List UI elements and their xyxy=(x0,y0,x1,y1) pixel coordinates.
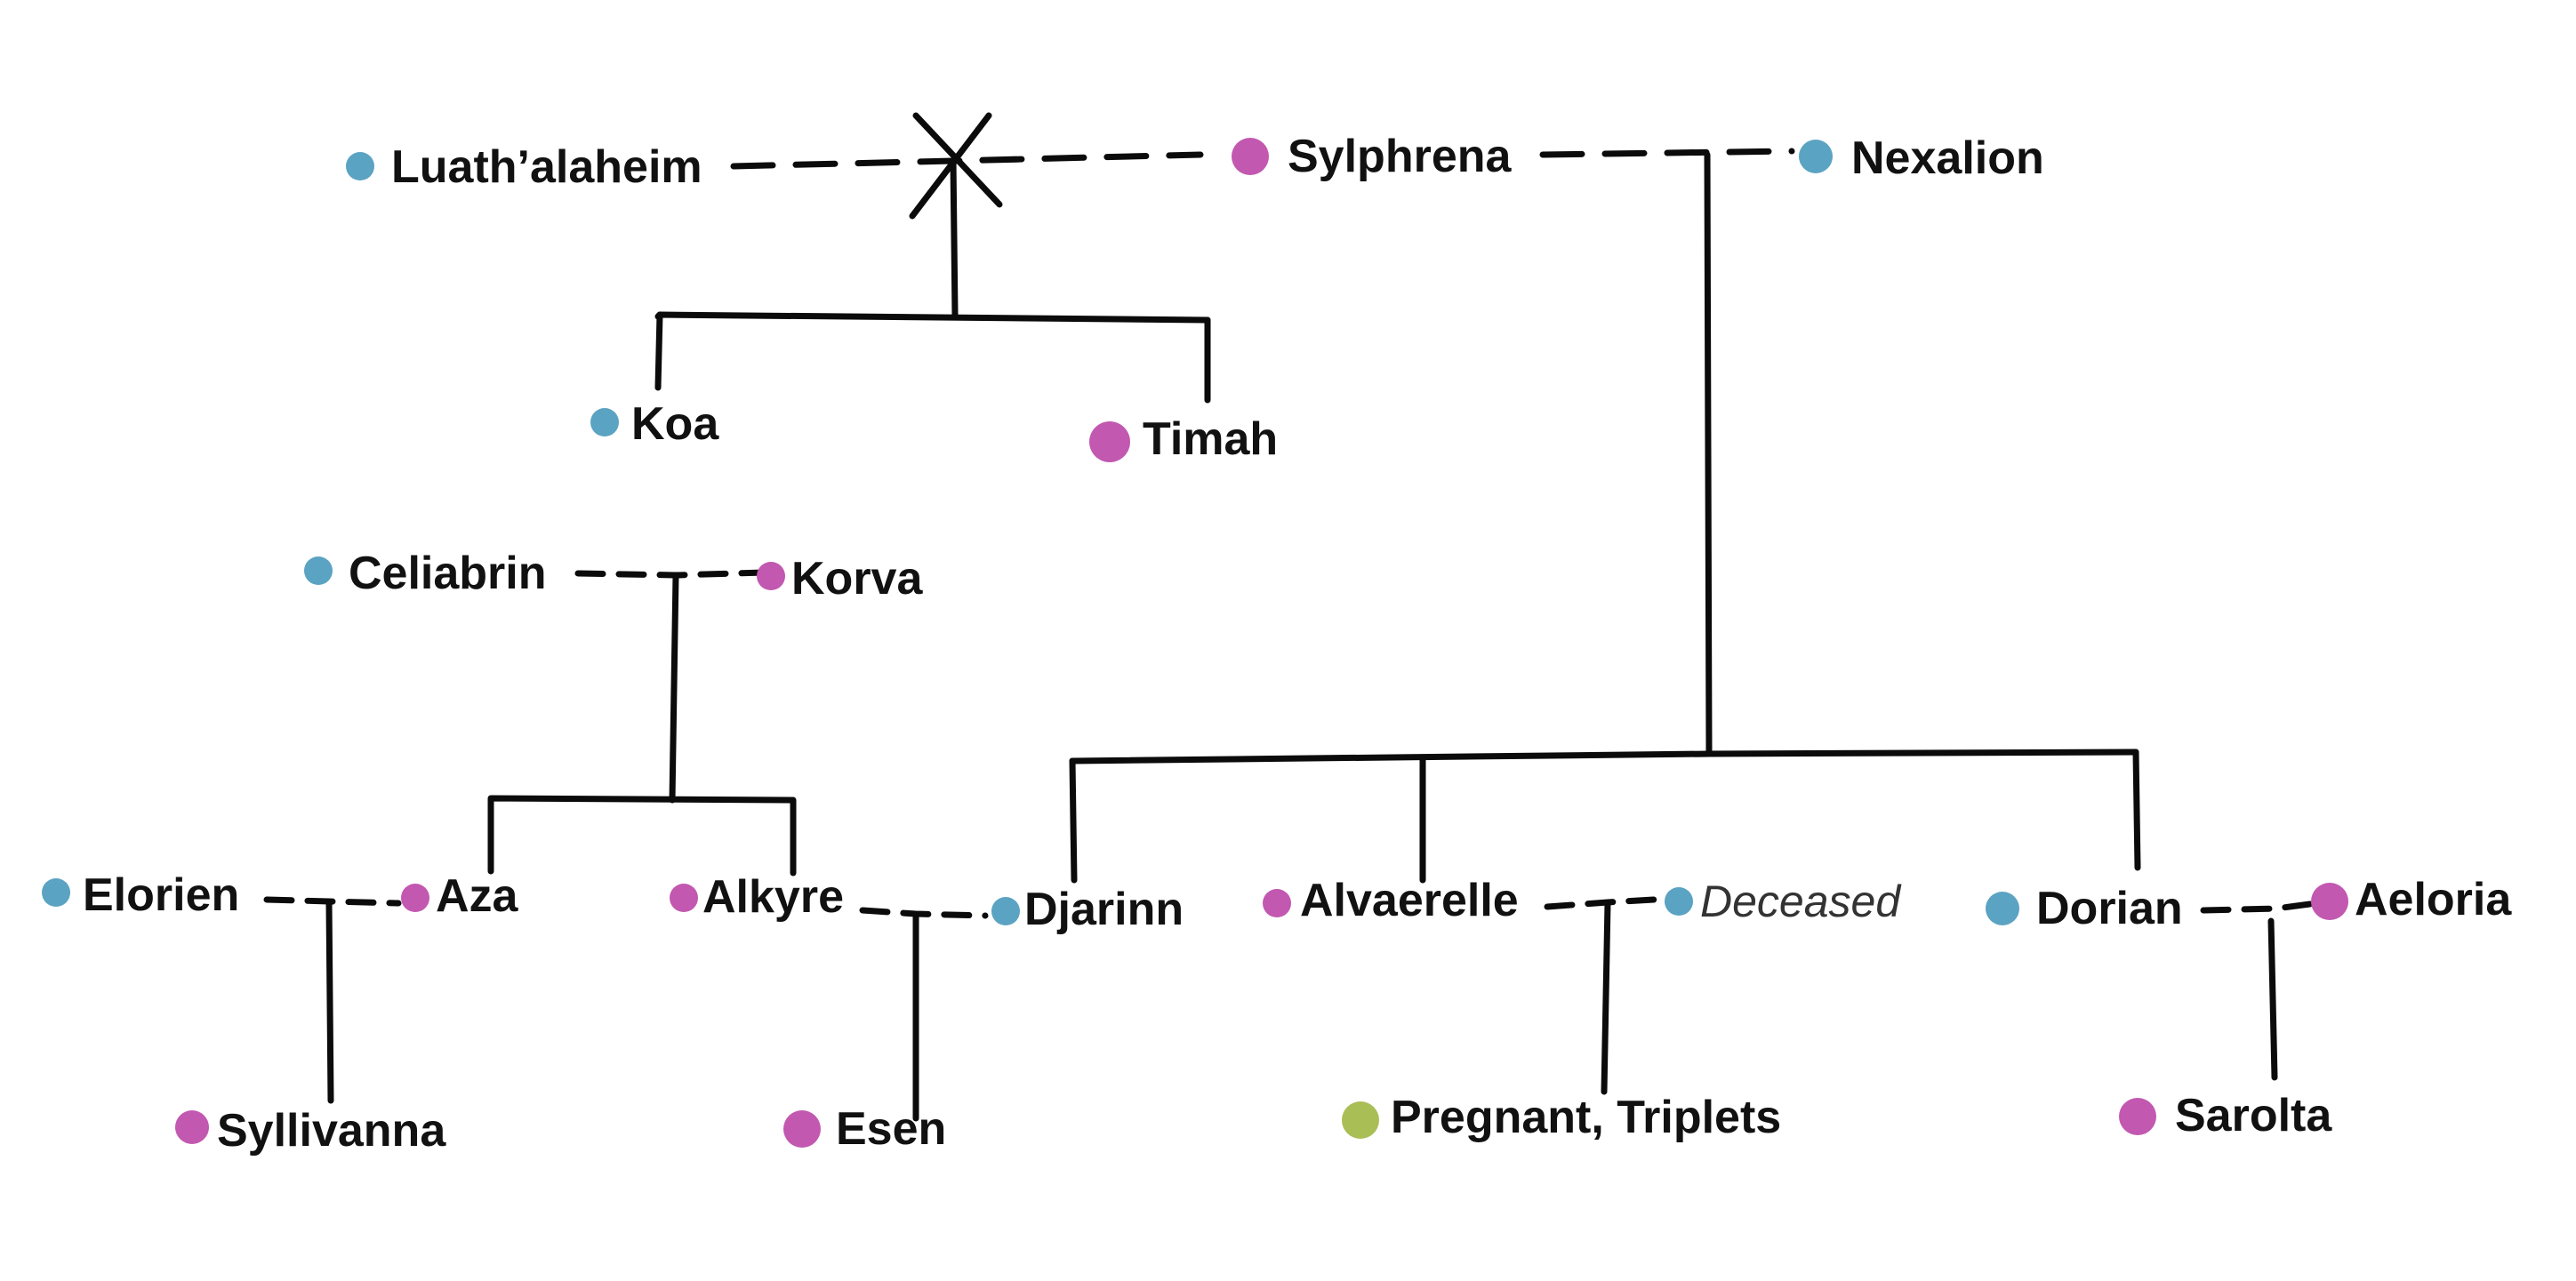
person-name: Dorian xyxy=(2036,883,2183,934)
person-name: Deceased xyxy=(1700,877,1902,926)
person-name: Pregnant, Triplets xyxy=(1391,1092,1781,1143)
descent-line-luath-sylphrena xyxy=(950,157,959,318)
person-koa: Koa xyxy=(590,398,719,450)
child-line-djarinn xyxy=(1069,757,1078,884)
child-line-sarolta xyxy=(2267,917,2278,1081)
person-name: Esen xyxy=(836,1103,946,1155)
person-name: Korva xyxy=(791,553,923,604)
person-name: Elorien xyxy=(83,869,239,921)
person-name: Celiabrin xyxy=(349,548,547,599)
unborn-marker-dot xyxy=(1342,1101,1379,1139)
person-name: Luath’alaheim xyxy=(391,141,702,193)
male-marker-dot xyxy=(1986,892,2019,925)
male-marker-dot xyxy=(304,556,333,585)
sibling-bar-koa-timah xyxy=(654,311,1211,324)
sibling-bar-nexalion-children xyxy=(1069,749,2139,765)
partner-line-elorien-aza xyxy=(263,896,402,907)
person-korva: Korva xyxy=(757,553,923,604)
partner-line-luath-sylphrena xyxy=(730,151,1204,170)
female-marker-dot xyxy=(2311,883,2348,920)
person-name: Koa xyxy=(631,398,719,450)
connectors xyxy=(263,112,2333,1122)
person-esen: Esen xyxy=(783,1103,946,1155)
person-djarinn: Djarinn xyxy=(991,884,1184,935)
female-marker-dot xyxy=(175,1110,209,1144)
female-marker-dot xyxy=(783,1110,821,1148)
person-name: Djarinn xyxy=(1024,884,1184,935)
partner-line-sylphrena-nexalion xyxy=(1539,148,1795,158)
female-marker-dot xyxy=(1263,889,1291,917)
person-name: Aza xyxy=(436,870,519,922)
male-marker-dot xyxy=(346,152,374,180)
people: Luath’alaheim Sylphrena Nexalion Koa Tim… xyxy=(42,131,2512,1157)
person-name: Sylphrena xyxy=(1288,131,1512,182)
person-name: Sarolta xyxy=(2175,1090,2332,1141)
female-marker-dot xyxy=(757,562,785,590)
person-name: Syllivanna xyxy=(217,1105,446,1157)
child-line-dorian xyxy=(2132,749,2141,871)
partner-line-dorian-aeloria xyxy=(2200,898,2333,914)
female-marker-dot xyxy=(2119,1098,2156,1135)
male-marker-dot xyxy=(590,408,619,436)
person-name: Aeloria xyxy=(2355,874,2512,925)
person-dorian: Dorian xyxy=(1986,883,2183,934)
person-alvaerelle: Alvaerelle xyxy=(1263,875,1519,926)
descent-line-sylphrena-nexalion xyxy=(1704,151,1713,756)
male-marker-dot xyxy=(42,878,70,907)
person-pregnant-triplets: Pregnant, Triplets xyxy=(1342,1092,1781,1143)
person-name: Alvaerelle xyxy=(1300,875,1519,926)
female-marker-dot xyxy=(1089,421,1130,462)
female-marker-dot xyxy=(1232,138,1269,175)
person-sylphrena: Sylphrena xyxy=(1232,131,1512,182)
partner-line-alkyre-djarinn xyxy=(859,907,989,919)
person-elorien: Elorien xyxy=(42,869,239,921)
female-marker-dot xyxy=(401,884,429,912)
child-line-koa xyxy=(654,311,663,391)
person-name: Alkyre xyxy=(702,871,844,923)
person-name: Nexalion xyxy=(1851,132,2044,184)
sibling-bar-aza-alkyre xyxy=(487,795,797,877)
male-marker-dot xyxy=(991,897,1020,925)
person-alkyre: Alkyre xyxy=(670,871,844,923)
person-syllivanna: Syllivanna xyxy=(175,1105,446,1157)
person-name: Timah xyxy=(1143,413,1278,465)
male-marker-dot xyxy=(1799,140,1833,173)
person-sarolta: Sarolta xyxy=(2119,1090,2332,1141)
person-aza: Aza xyxy=(401,870,519,922)
person-nexalion: Nexalion xyxy=(1799,132,2044,184)
female-marker-dot xyxy=(670,884,698,912)
male-marker-dot xyxy=(1665,887,1693,916)
person-luath: Luath’alaheim xyxy=(346,141,702,193)
partner-line-celiabrin-korva xyxy=(574,569,768,579)
person-timah: Timah xyxy=(1089,413,1278,465)
child-line-syllivanna xyxy=(325,900,334,1104)
person-aeloria: Aeloria xyxy=(2311,874,2512,925)
descent-line-celiabrin-korva xyxy=(669,572,679,804)
person-celiabrin: Celiabrin xyxy=(304,548,547,599)
person-deceased: Deceased xyxy=(1665,877,1902,926)
partner-line-alvaerelle-deceased xyxy=(1544,896,1657,910)
child-line-pregnant-triplets xyxy=(1601,900,1611,1095)
